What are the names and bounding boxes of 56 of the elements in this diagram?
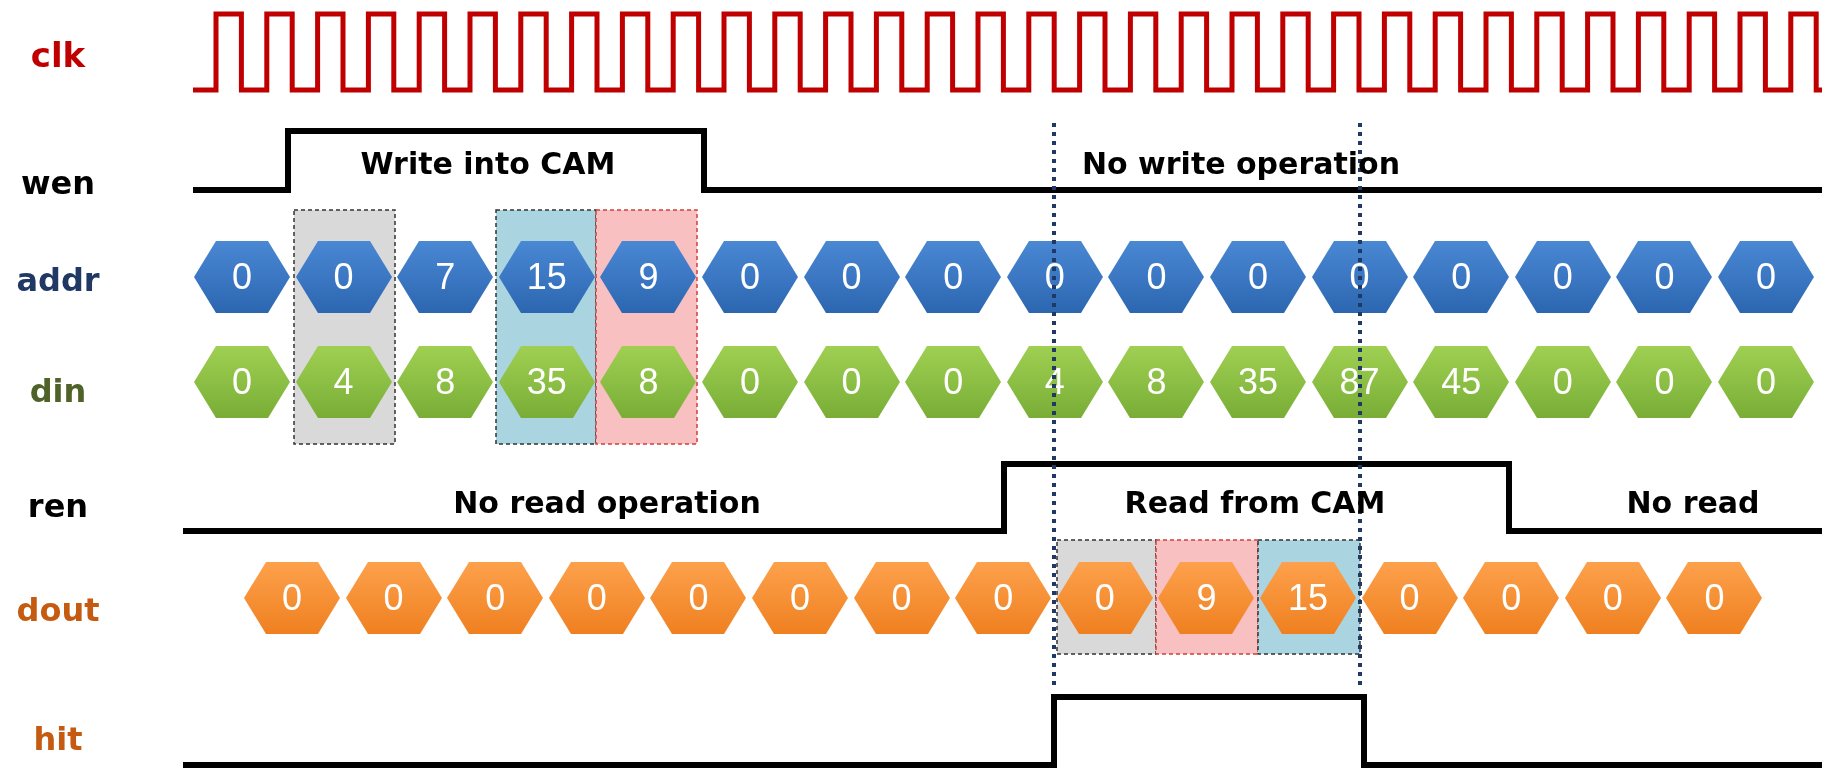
- annotation-text: Write into CAM: [360, 145, 616, 181]
- value-hexagon: 7: [397, 241, 494, 313]
- annotation-text: No read: [1626, 484, 1760, 520]
- value-hexagon: 0: [548, 562, 645, 634]
- value-hexagon: 87: [1311, 346, 1408, 418]
- value-hexagon: 0: [1463, 562, 1560, 634]
- value-hexagon: 0: [702, 346, 798, 418]
- value-hexagon: 4: [295, 346, 392, 418]
- value-hexagon: 8: [1108, 346, 1205, 418]
- value-hexagon: 15: [498, 241, 595, 313]
- value-hexagon: 0: [1616, 346, 1713, 418]
- signal-name: clk: [30, 35, 86, 75]
- value-hexagon: 0: [1514, 241, 1611, 313]
- signal-name: dout: [16, 591, 100, 629]
- value-hexagon: 0: [752, 562, 848, 634]
- value-hexagon: 45: [1413, 346, 1510, 418]
- value-hexagon: 0: [194, 346, 290, 418]
- annotation-text: No write operation: [1081, 145, 1401, 181]
- value-hexagon: 0: [345, 562, 442, 634]
- value-hexagon: 0: [1361, 562, 1458, 634]
- value-hexagon: 0: [1108, 241, 1205, 313]
- value-hexagon: 0: [702, 241, 798, 313]
- value-hexagon: 0: [1056, 562, 1153, 634]
- value-hexagon: 0: [447, 562, 544, 634]
- signal-name: addr: [16, 261, 100, 299]
- signal-name: din: [29, 372, 87, 410]
- value-hexagon: 35: [498, 346, 595, 418]
- value-hexagon: 0: [244, 562, 340, 634]
- value-hexagon: 0: [194, 241, 290, 313]
- value-hexagon: 0: [905, 346, 1002, 418]
- value-hexagon: 0: [955, 562, 1052, 634]
- value-hexagon: 0: [1413, 241, 1510, 313]
- value-hexagon: 0: [1718, 346, 1814, 418]
- value-hexagon: 9: [600, 241, 697, 313]
- value-hexagon: 35: [1210, 346, 1306, 418]
- signal-name: hit: [33, 720, 83, 758]
- value-hexagon: 0: [650, 562, 747, 634]
- value-hexagon: 8: [600, 346, 697, 418]
- value-hexagon: 0: [295, 241, 392, 313]
- value-hexagon: 0: [1616, 241, 1713, 313]
- value-hexagon: 8: [397, 346, 494, 418]
- value-hexagon: 0: [905, 241, 1002, 313]
- value-hexagon: 0: [803, 241, 900, 313]
- value-hexagon: 0: [1564, 562, 1661, 634]
- value-hexagon: 9: [1158, 562, 1255, 634]
- value-hexagon: 0: [853, 562, 950, 634]
- value-hexagon: 0: [1514, 346, 1611, 418]
- value-hexagon: 15: [1260, 562, 1356, 634]
- value-hexagon: 0: [1718, 241, 1814, 313]
- value-hexagon: 0: [1210, 241, 1306, 313]
- value-hexagon: 0: [1666, 562, 1763, 634]
- annotation-text: No read operation: [453, 484, 761, 520]
- signal-name: ren: [27, 487, 89, 525]
- annotation-text: Read from CAM: [1124, 484, 1386, 520]
- signal-name: wen: [21, 164, 95, 202]
- value-hexagon: 0: [803, 346, 900, 418]
